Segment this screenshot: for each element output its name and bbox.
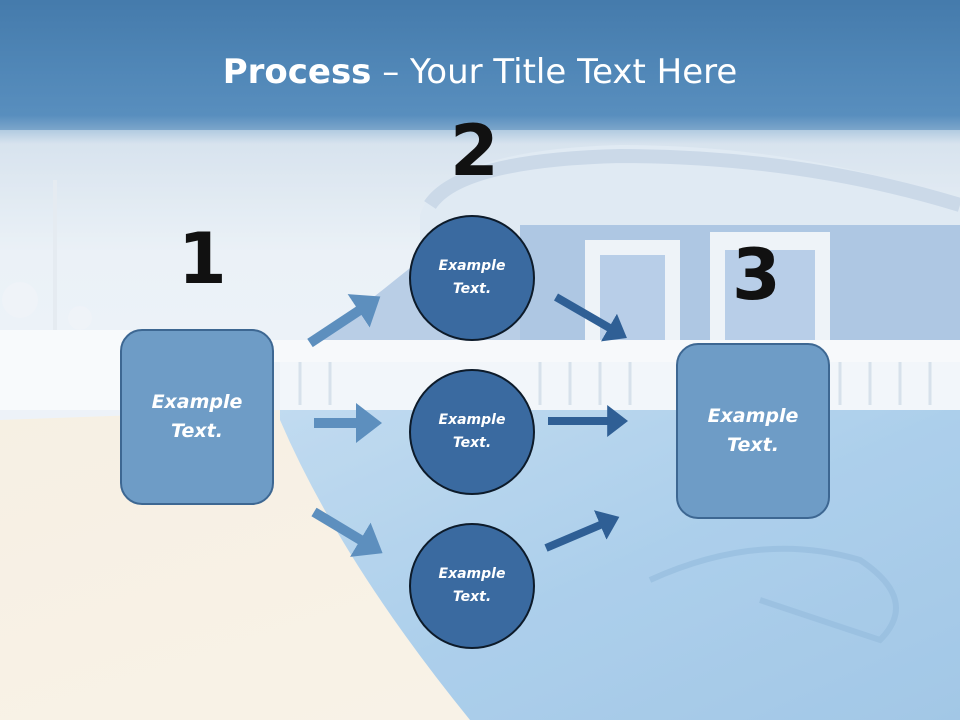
circle-top: Example Text. [409, 215, 535, 341]
circle-top-line2: Text. [452, 281, 492, 297]
left-box-line1: Example [151, 391, 243, 413]
slide-title-rest: – Your Title Text Here [371, 52, 738, 92]
right-box-line1: Example [707, 405, 799, 427]
slide-title: Process – Your Title Text Here [0, 52, 960, 92]
right-box: Example Text. [676, 343, 830, 519]
right-box-line2: Text. [727, 434, 779, 456]
circle-top-line1: Example [438, 258, 506, 274]
step-number-3: 3 [732, 234, 781, 316]
left-box: Example Text. [120, 329, 274, 505]
step-number-2: 2 [450, 110, 499, 192]
arrow-top-to-right [553, 293, 627, 342]
circle-middle-line2: Text. [452, 435, 492, 451]
circle-middle-line1: Example [438, 412, 506, 428]
circle-bottom: Example Text. [409, 523, 535, 649]
step-number-1: 1 [178, 218, 227, 300]
slide-title-bold: Process [222, 52, 372, 92]
circle-bottom-line2: Text. [452, 589, 492, 605]
arrow-left-to-top [307, 294, 381, 348]
left-box-line2: Text. [171, 420, 223, 442]
circle-middle: Example Text. [409, 369, 535, 495]
arrow-left-to-bottom [311, 507, 383, 557]
arrow-bottom-to-right [544, 510, 620, 552]
circle-bottom-line1: Example [438, 566, 506, 582]
